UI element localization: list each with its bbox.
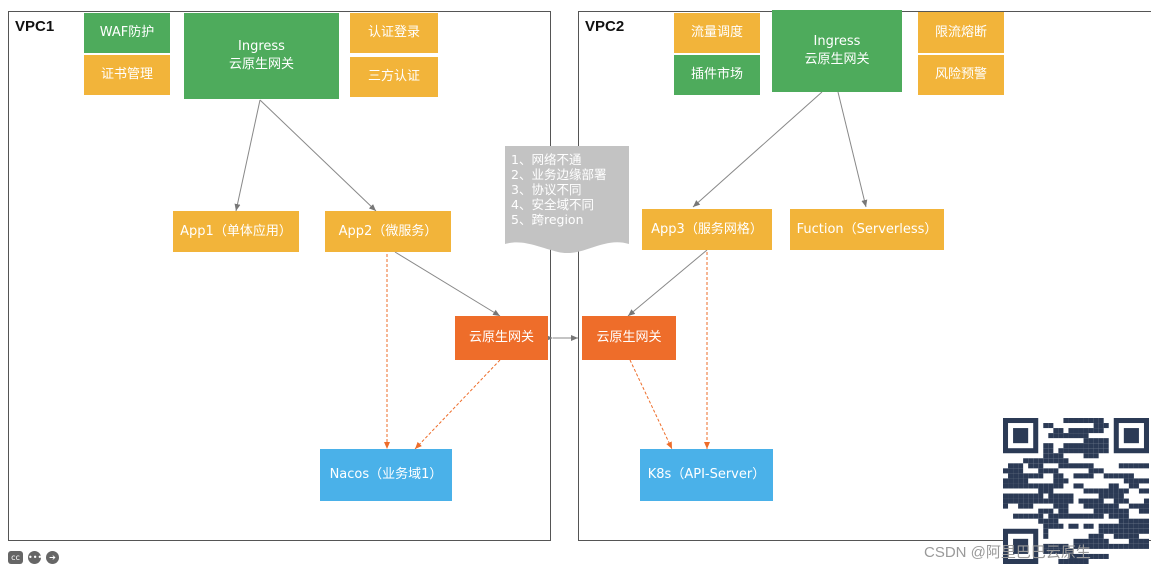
ingress1-line2: 云原生网关: [228, 57, 294, 72]
app3-box: App3（服务网格）: [642, 209, 772, 250]
vpc1-title: VPC1: [15, 18, 55, 35]
line-ingress1-app1: [234, 99, 261, 212]
note-item: 3、协议不同: [511, 182, 582, 197]
issues-note: 1、网络不通 2、业务边缘部署 3、协议不同 4、安全域不同 5、跨region: [505, 146, 629, 258]
app2-box: App2（微服务）: [325, 211, 451, 252]
note-shape: [505, 146, 629, 254]
player-controls: cc ••• ➔: [8, 551, 59, 564]
gateway1-box: 云原生网关: [455, 316, 548, 360]
line-ingress2-fuction: [837, 91, 868, 208]
line-app2-gateway1: [394, 251, 501, 317]
vpc2-title: VPC2: [585, 18, 625, 35]
traffic-box: 流量调度: [674, 13, 760, 53]
gateway2-box: 云原生网关: [582, 316, 676, 360]
line-ingress1-app2: [259, 99, 377, 212]
more-icon[interactable]: •••: [28, 551, 43, 564]
plugin-box: 插件市场: [674, 55, 760, 95]
note-item: 1、网络不通: [511, 152, 582, 167]
auth-login-box: 认证登录: [350, 13, 438, 53]
risk-box: 风险预警: [918, 55, 1004, 95]
watermark-text: CSDN @阿里巴巴云原生: [924, 544, 1091, 561]
line-app3-gateway2: [627, 249, 708, 317]
waf-box: WAF防护: [84, 13, 170, 53]
cert-box: 证书管理: [84, 55, 170, 95]
k8s-box: K8s（API-Server）: [640, 449, 773, 501]
rate-limit-box: 限流熔断: [918, 12, 1004, 53]
vpc1-container: VPC1: [8, 11, 551, 541]
ingress2-line1: Ingress: [813, 34, 861, 50]
ingress2-box: Ingress 云原生网关: [772, 10, 902, 92]
next-icon[interactable]: ➔: [46, 551, 59, 564]
note-item: 5、跨region: [511, 212, 584, 227]
line-ingress2-app3: [692, 91, 823, 208]
cc-icon[interactable]: cc: [8, 551, 23, 564]
ingress1-box: Ingress 云原生网关: [184, 13, 339, 99]
app1-box: App1（单体应用）: [173, 211, 299, 252]
line-gateway2-k8s: [629, 359, 673, 450]
note-item: 2、业务边缘部署: [511, 167, 607, 182]
nacos-box: Nacos（业务域1）: [320, 449, 452, 501]
qr-code: [1003, 418, 1149, 564]
fuction-box: Fuction（Serverless）: [790, 209, 944, 250]
third-auth-box: 三方认证: [350, 57, 438, 97]
line-gateway1-nacos: [414, 359, 501, 450]
ingress2-line2: 云原生网关: [804, 52, 870, 67]
note-item: 4、安全域不同: [511, 197, 594, 212]
ingress1-line1: Ingress: [238, 39, 285, 55]
